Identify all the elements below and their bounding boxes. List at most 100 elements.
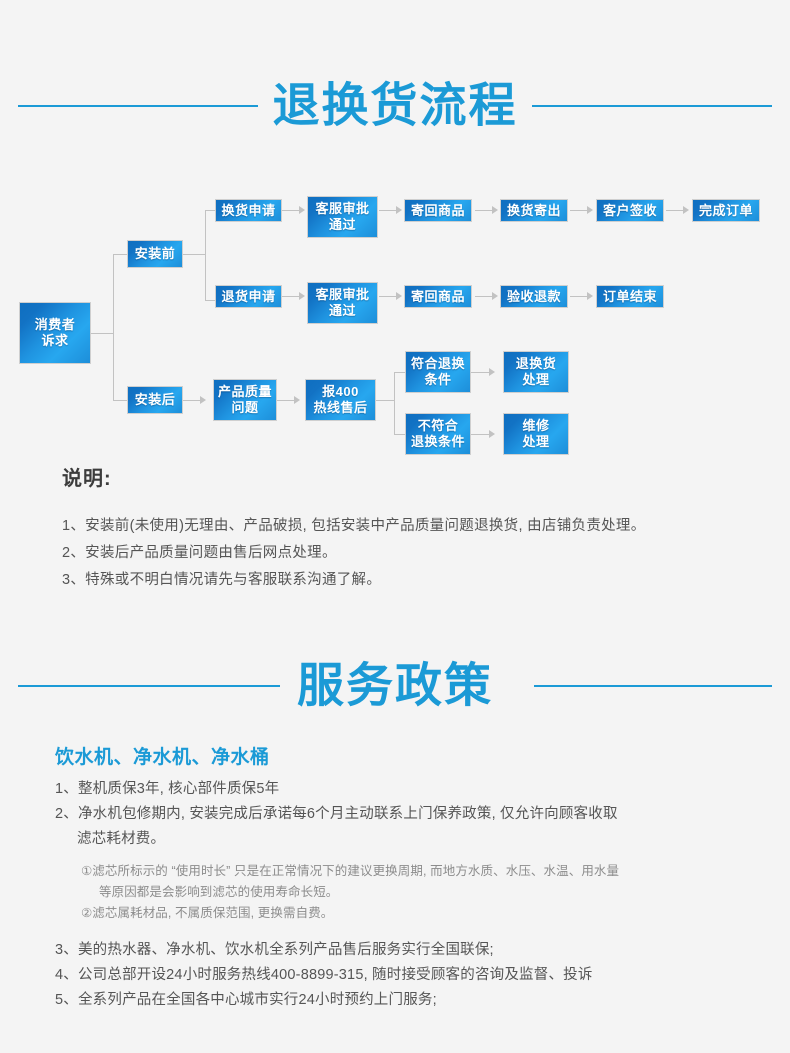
connector-before-install-out: [183, 254, 205, 255]
connector-to-after-install: [113, 400, 127, 401]
returns-title-text: 退换货流程: [258, 81, 532, 129]
arrow-meets: [489, 368, 495, 376]
heading-rule-right: [532, 105, 772, 107]
arrow-r1-b: [396, 206, 402, 214]
policy-subtitle: 饮水机、净水机、净水桶: [55, 747, 270, 768]
connector-meets-out: [471, 372, 489, 373]
node-return-apply[interactable]: 退货申请: [215, 285, 282, 308]
arrow-r1-c: [492, 206, 498, 214]
node-meets-condition-label: 符合退换条件: [410, 356, 465, 387]
node-service-approve-1[interactable]: 客服审批通过: [307, 196, 378, 238]
policy-item-5: 5、全系列产品在全国各中心城市实行24小时预约上门服务;: [55, 992, 437, 1008]
page-title-returns: 退换货流程: [0, 81, 790, 129]
connector-b-b: [277, 400, 294, 401]
node-after-install[interactable]: 安装后: [127, 386, 183, 414]
node-order-end[interactable]: 订单结束: [596, 285, 664, 308]
connector-not-meets-out: [471, 434, 489, 435]
connector-r2-c: [475, 296, 492, 297]
node-exchange-ship-label: 换货寄出: [506, 202, 561, 218]
returns-flowchart: 消费者诉求 安装前 安装后 换货申请 退货申请 客服审批通过 客服审批通过 寄回…: [0, 180, 790, 470]
connector-r2-d: [570, 296, 587, 297]
node-not-meets-condition-label: 不符合退换条件: [410, 418, 465, 449]
node-repair-handle-label: 维修处理: [522, 418, 550, 449]
arrow-b-a: [200, 396, 206, 404]
node-product-quality-label: 产品质量问题: [217, 384, 272, 415]
arrow-r2-b: [396, 292, 402, 300]
arrow-b-b: [294, 396, 300, 404]
connector-r1-c: [475, 210, 492, 211]
node-send-back-1-label: 寄回商品: [410, 202, 465, 218]
policy-item-4: 4、公司总部开设24小时服务热线400-8899-315, 随时接受顾客的咨询及…: [55, 967, 593, 983]
node-return-apply-label: 退货申请: [221, 288, 276, 304]
arrow-r1-a: [299, 206, 305, 214]
returns-notes-block: 说明: 1、安装前(未使用)无理由、产品破损, 包括安装中产品质量问题退换货, …: [62, 462, 762, 594]
connector-400-out: [376, 400, 394, 401]
node-return-exchange-handle-label: 退换货处理: [515, 356, 557, 387]
node-exchange-ship[interactable]: 换货寄出: [500, 199, 568, 222]
node-after-install-label: 安装后: [134, 392, 176, 407]
connector-r1-d: [570, 210, 587, 211]
node-repair-handle[interactable]: 维修处理: [503, 413, 569, 455]
connector-before-install-vertical: [205, 210, 206, 300]
node-order-complete-label: 完成订单: [698, 202, 753, 218]
policy-item-1: 1、整机质保3年, 核心部件质保5年: [55, 781, 280, 797]
node-exchange-apply[interactable]: 换货申请: [215, 199, 282, 222]
note-item-1: 1、安装前(未使用)无理由、产品破损, 包括安装中产品质量问题退换货, 由店铺负…: [62, 518, 646, 534]
node-product-quality[interactable]: 产品质量问题: [213, 379, 277, 421]
heading-rule-left: [18, 105, 258, 107]
policy-item-2-line-1: 2、净水机包修期内, 安装完成后承诺每6个月主动联系上门保养政策, 仅允许向顾客…: [55, 806, 618, 822]
node-customer-sign-label: 客户签收: [602, 202, 657, 218]
node-send-back-1[interactable]: 寄回商品: [404, 199, 472, 222]
node-exchange-apply-label: 换货申请: [221, 202, 276, 218]
connector-r2-b: [379, 296, 396, 297]
arrow-r1-e: [683, 206, 689, 214]
connector-to-return-apply: [205, 300, 215, 301]
node-service-approve-1-label: 客服审批通过: [315, 201, 370, 232]
policy-spacer-2: [55, 924, 775, 938]
notes-heading: 说明:: [62, 468, 112, 490]
node-service-approve-2-label: 客服审批通过: [315, 287, 370, 318]
policy-subnote-2: ②滤芯属耗材品, 不属质保范围, 更换需自费。: [81, 906, 334, 920]
node-consumer-request[interactable]: 消费者诉求: [19, 302, 91, 364]
connector-to-before-install: [113, 254, 127, 255]
connector-b-a: [183, 400, 200, 401]
policy-item-2-line-2: 滤芯耗材费。: [77, 831, 166, 847]
service-policy-block: 饮水机、净水机、净水桶 1、整机质保3年, 核心部件质保5年 2、净水机包修期内…: [55, 742, 775, 1013]
arrow-r2-a: [299, 292, 305, 300]
policy-heading-rule-right: [534, 685, 772, 687]
node-inspect-refund-label: 验收退款: [506, 288, 561, 304]
policy-heading-rule-left: [18, 685, 280, 687]
node-inspect-refund[interactable]: 验收退款: [500, 285, 568, 308]
connector-r1-e: [666, 210, 683, 211]
policy-title-text: 服务政策: [283, 661, 507, 709]
policy-section-heading: 服务政策: [0, 650, 790, 720]
node-send-back-2[interactable]: 寄回商品: [404, 285, 472, 308]
policy-spacer-1: [55, 852, 775, 861]
connector-root-vertical: [113, 254, 114, 400]
connector-400-vertical: [394, 372, 395, 434]
node-send-back-2-label: 寄回商品: [410, 288, 465, 304]
arrow-not-meets: [489, 430, 495, 438]
returns-section-heading: 退换货流程: [0, 70, 790, 140]
node-before-install[interactable]: 安装前: [127, 240, 183, 268]
node-not-meets-condition[interactable]: 不符合退换条件: [405, 413, 471, 455]
node-consumer-request-label: 消费者诉求: [34, 317, 76, 348]
note-item-3: 3、特殊或不明白情况请先与客服联系沟通了解。: [62, 572, 382, 588]
connector-r1-b: [379, 210, 396, 211]
node-return-exchange-handle[interactable]: 退换货处理: [503, 351, 569, 393]
connector-r1-a: [282, 210, 299, 211]
connector-to-meets: [394, 372, 408, 373]
node-order-end-label: 订单结束: [602, 288, 657, 304]
node-customer-sign[interactable]: 客户签收: [596, 199, 664, 222]
node-meets-condition[interactable]: 符合退换条件: [405, 351, 471, 393]
connector-root-out: [91, 333, 113, 334]
note-item-2: 2、安装后产品质量问题由售后网点处理。: [62, 545, 337, 561]
connector-to-not-meets: [394, 434, 408, 435]
connector-r2-a: [282, 296, 299, 297]
node-order-complete[interactable]: 完成订单: [692, 199, 760, 222]
policy-subnote-1-line-2: 等原因都是会影响到滤芯的使用寿命长短。: [99, 885, 339, 899]
connector-to-exchange-apply: [205, 210, 215, 211]
node-service-approve-2[interactable]: 客服审批通过: [307, 282, 378, 324]
policy-subnote-1-line-1: ①滤芯所标示的 “使用时长” 只是在正常情况下的建议更换周期, 而地方水质、水压…: [81, 864, 620, 878]
